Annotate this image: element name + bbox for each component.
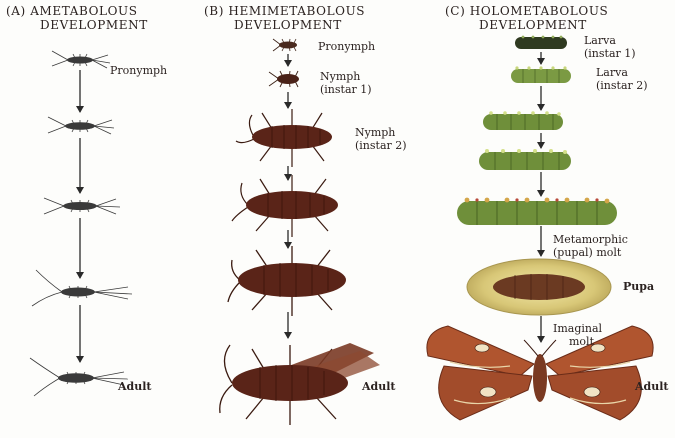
column-c-heading-line1: (C) HOLOMETABOLOUS xyxy=(445,4,608,18)
label-c-imaginal-line2: molt xyxy=(553,335,602,348)
label-b-adult: Adult xyxy=(362,380,395,393)
label-b-nymph2-line2: (instar 2) xyxy=(355,139,407,152)
cockroach-nymph-3 xyxy=(232,175,338,237)
column-b-heading-line1: (B) HEMIMETABOLOUS xyxy=(204,4,365,18)
label-c-imaginal-molt: Imaginal molt xyxy=(553,322,602,348)
label-c-larva1-line1: Larva xyxy=(584,34,636,47)
caterpillar-2 xyxy=(511,66,571,83)
caterpillar-3 xyxy=(483,111,563,130)
label-c-pupa: Pupa xyxy=(623,280,654,293)
label-c-imaginal-line1: Imaginal xyxy=(553,322,602,335)
cockroach-nymph-2 xyxy=(236,109,332,167)
label-c-larva-instar1: Larva (instar 1) xyxy=(584,34,636,60)
silverfish-stage-3 xyxy=(44,198,120,214)
label-c-metamorphic-line2: (pupal) molt xyxy=(553,246,628,259)
label-b-nymph1-line1: Nymph xyxy=(320,70,372,83)
cockroach-nymph-4 xyxy=(228,246,346,316)
silverfish-adult xyxy=(30,358,128,396)
column-b-heading-line2: DEVELOPMENT xyxy=(204,18,365,32)
silverfish-stage-2 xyxy=(48,117,114,134)
label-c-larva-instar2: Larva (instar 2) xyxy=(596,66,648,92)
label-c-adult: Adult xyxy=(635,380,668,393)
label-a-pronymph: Pronymph xyxy=(110,64,167,77)
label-b-nymph-instar2: Nymph (instar 2) xyxy=(355,126,407,152)
cockroach-adult xyxy=(220,343,380,425)
label-b-nymph1-line2: (instar 1) xyxy=(320,83,372,96)
silverfish-stage-1 xyxy=(52,51,110,68)
label-b-nymph-instar1: Nymph (instar 1) xyxy=(320,70,372,96)
column-b-heading: (B) HEMIMETABOLOUS DEVELOPMENT xyxy=(204,4,365,32)
label-a-adult: Adult xyxy=(118,380,151,393)
column-c-heading: (C) HOLOMETABOLOUS DEVELOPMENT xyxy=(445,4,608,32)
cockroach-pronymph xyxy=(273,39,297,51)
column-a-heading-line1: (A) AMETABOLOUS xyxy=(6,4,148,18)
caterpillar-5 xyxy=(457,198,617,225)
column-a-heading: (A) AMETABOLOUS DEVELOPMENT xyxy=(6,4,148,32)
label-c-larva2-line2: (instar 2) xyxy=(596,79,648,92)
label-c-metamorphic-molt: Metamorphic (pupal) molt xyxy=(553,233,628,259)
label-c-metamorphic-line1: Metamorphic xyxy=(553,233,628,246)
label-b-pronymph: Pronymph xyxy=(318,40,375,53)
cockroach-nymph-1 xyxy=(269,71,299,87)
label-b-nymph2-line1: Nymph xyxy=(355,126,407,139)
caterpillar-1 xyxy=(515,36,567,49)
column-c-heading-line2: DEVELOPMENT xyxy=(445,18,608,32)
caterpillar-4 xyxy=(479,149,571,170)
pupa-cocoon xyxy=(467,259,611,315)
moth-adult xyxy=(427,326,653,420)
silverfish-stage-4 xyxy=(32,270,132,306)
label-c-larva1-line2: (instar 1) xyxy=(584,47,636,60)
column-a-heading-line2: DEVELOPMENT xyxy=(6,18,148,32)
label-c-larva2-line1: Larva xyxy=(596,66,648,79)
